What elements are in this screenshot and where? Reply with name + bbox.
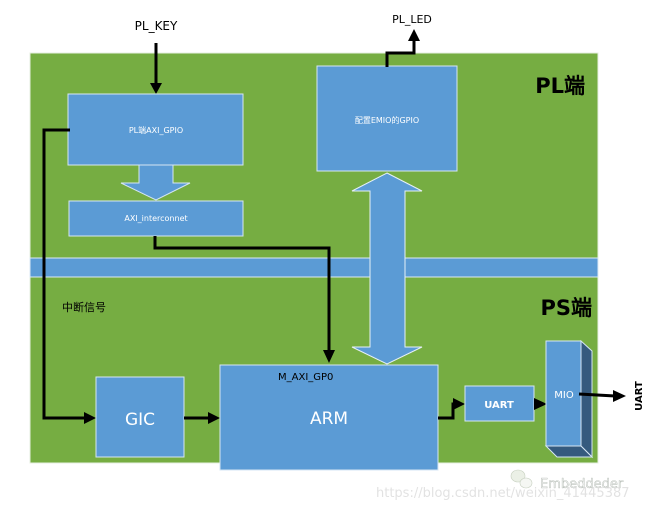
- m-axi-gp0-label: M_AXI_GP0: [278, 372, 333, 383]
- mio-to-uart-out-arrowhead: [613, 390, 626, 402]
- gic-label: GIC: [125, 410, 155, 430]
- interconnect-to-arm-line: [153, 236, 331, 352]
- pl-led-line: [385, 40, 416, 67]
- mio-to-uart-out-line: [578, 392, 616, 398]
- pl-key-arrowhead: [150, 83, 162, 94]
- axi-interconnect-label: AXI_interconnet: [124, 214, 187, 223]
- interconnect-to-arm-arrowhead: [323, 350, 335, 363]
- interrupt-arrowhead: [84, 412, 96, 424]
- bus-double-arrow: [351, 172, 423, 365]
- pl-axi-gpio-label: PL端AXI_GPIO: [129, 125, 183, 135]
- gpio-to-interconnect-arrow: [120, 164, 191, 201]
- pl-key-label: PL_KEY: [135, 19, 178, 33]
- pl-axi-gpio-block: [67, 93, 244, 166]
- arm-block: [219, 364, 439, 471]
- pl-led-label: PL_LED: [392, 13, 432, 26]
- gic-to-arm-arrowhead: [208, 412, 220, 424]
- watermark-url: https://blog.csdn.net/weixin_41445387: [376, 486, 630, 501]
- wechat-icon: [510, 469, 533, 489]
- emio-gpio-label: 配置EMIO的GPIO: [355, 115, 419, 125]
- axi-interconnect-block: [68, 200, 244, 237]
- arm-label: ARM: [310, 409, 348, 429]
- uart-label: UART: [484, 400, 514, 411]
- pl-led-arrowhead: [408, 29, 420, 41]
- interrupt-line: [42, 128, 86, 420]
- mio-block: [545, 340, 582, 447]
- uart-to-mio-arrowhead: [534, 398, 547, 410]
- emio-gpio-block: [316, 65, 458, 172]
- mio-block-side: [580, 339, 593, 459]
- uart-out-label: UART: [634, 381, 645, 411]
- interrupt-signal-label: 中断信号: [62, 300, 106, 314]
- ps-region-label: PS端: [540, 296, 592, 320]
- arm-to-uart-arrowhead: [453, 398, 465, 410]
- pl-ps-boundary-band: [29, 257, 599, 278]
- mio-label: MIO: [554, 390, 574, 401]
- pl-region-label: PL端: [535, 74, 585, 98]
- gic-block: [95, 376, 185, 458]
- watermark-brand: Embeddeder: [540, 477, 624, 492]
